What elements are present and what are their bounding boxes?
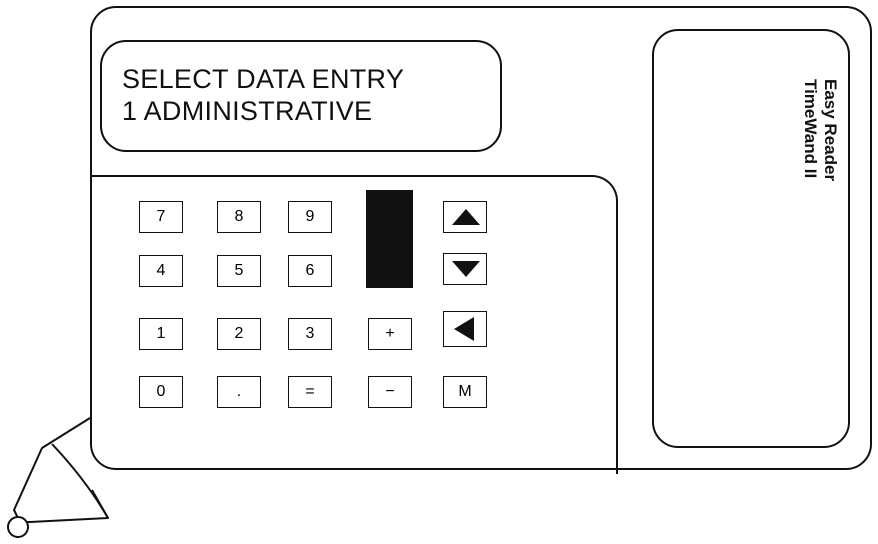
key-0-label: 0 xyxy=(156,383,166,400)
key-2[interactable]: 2 xyxy=(217,318,261,350)
display-line-2: 1 ADMINISTRATIVE xyxy=(122,96,373,126)
key-1[interactable]: 1 xyxy=(139,318,183,350)
key-9-label: 9 xyxy=(305,208,315,225)
display-line-1: SELECT DATA ENTRY xyxy=(122,64,405,94)
keypad-panel: 7 8 9 4 5 6 1 2 3 + 0 . = − M xyxy=(90,175,618,474)
plus-button[interactable]: + xyxy=(368,318,412,350)
key-6[interactable]: 6 xyxy=(288,255,332,287)
down-arrow-button[interactable] xyxy=(443,253,487,285)
triangle-down-icon xyxy=(452,261,480,277)
up-arrow-button[interactable] xyxy=(443,201,487,233)
wand-tip-ball xyxy=(7,516,29,538)
key-4-label: 4 xyxy=(156,262,166,279)
minus-label: − xyxy=(385,383,395,400)
plus-label: + xyxy=(385,325,395,342)
key-6-label: 6 xyxy=(305,262,315,279)
dot-label: . xyxy=(236,383,242,400)
device-body: SELECT DATA ENTRY 1 ADMINISTRATIVE 7 8 9… xyxy=(90,6,872,474)
key-8-label: 8 xyxy=(234,208,244,225)
key-5[interactable]: 5 xyxy=(217,255,261,287)
brand-name: Easy Reader xyxy=(821,79,840,182)
memory-label: M xyxy=(458,383,472,400)
equals-label: = xyxy=(305,383,315,400)
key-2-label: 2 xyxy=(234,325,244,342)
key-5-label: 5 xyxy=(234,262,244,279)
indicator-block xyxy=(366,190,413,288)
key-8[interactable]: 8 xyxy=(217,201,261,233)
triangle-left-icon xyxy=(454,317,474,341)
key-7-label: 7 xyxy=(156,208,166,225)
dot-button[interactable]: . xyxy=(217,376,261,408)
minus-button[interactable]: − xyxy=(368,376,412,408)
key-9[interactable]: 9 xyxy=(288,201,332,233)
triangle-up-icon xyxy=(452,209,480,225)
key-1-label: 1 xyxy=(156,325,166,342)
lcd-display: SELECT DATA ENTRY 1 ADMINISTRATIVE xyxy=(100,40,502,152)
equals-button[interactable]: = xyxy=(288,376,332,408)
brand-model: TimeWand II xyxy=(801,79,820,179)
key-3[interactable]: 3 xyxy=(288,318,332,350)
back-arrow-button[interactable] xyxy=(443,311,487,347)
key-3-label: 3 xyxy=(305,325,315,342)
key-0[interactable]: 0 xyxy=(139,376,183,408)
key-7[interactable]: 7 xyxy=(139,201,183,233)
brand-text: Easy Reader TimeWand II xyxy=(800,79,840,181)
brand-label-panel: Easy Reader TimeWand II xyxy=(652,29,850,448)
key-4[interactable]: 4 xyxy=(139,255,183,287)
memory-button[interactable]: M xyxy=(443,376,487,408)
